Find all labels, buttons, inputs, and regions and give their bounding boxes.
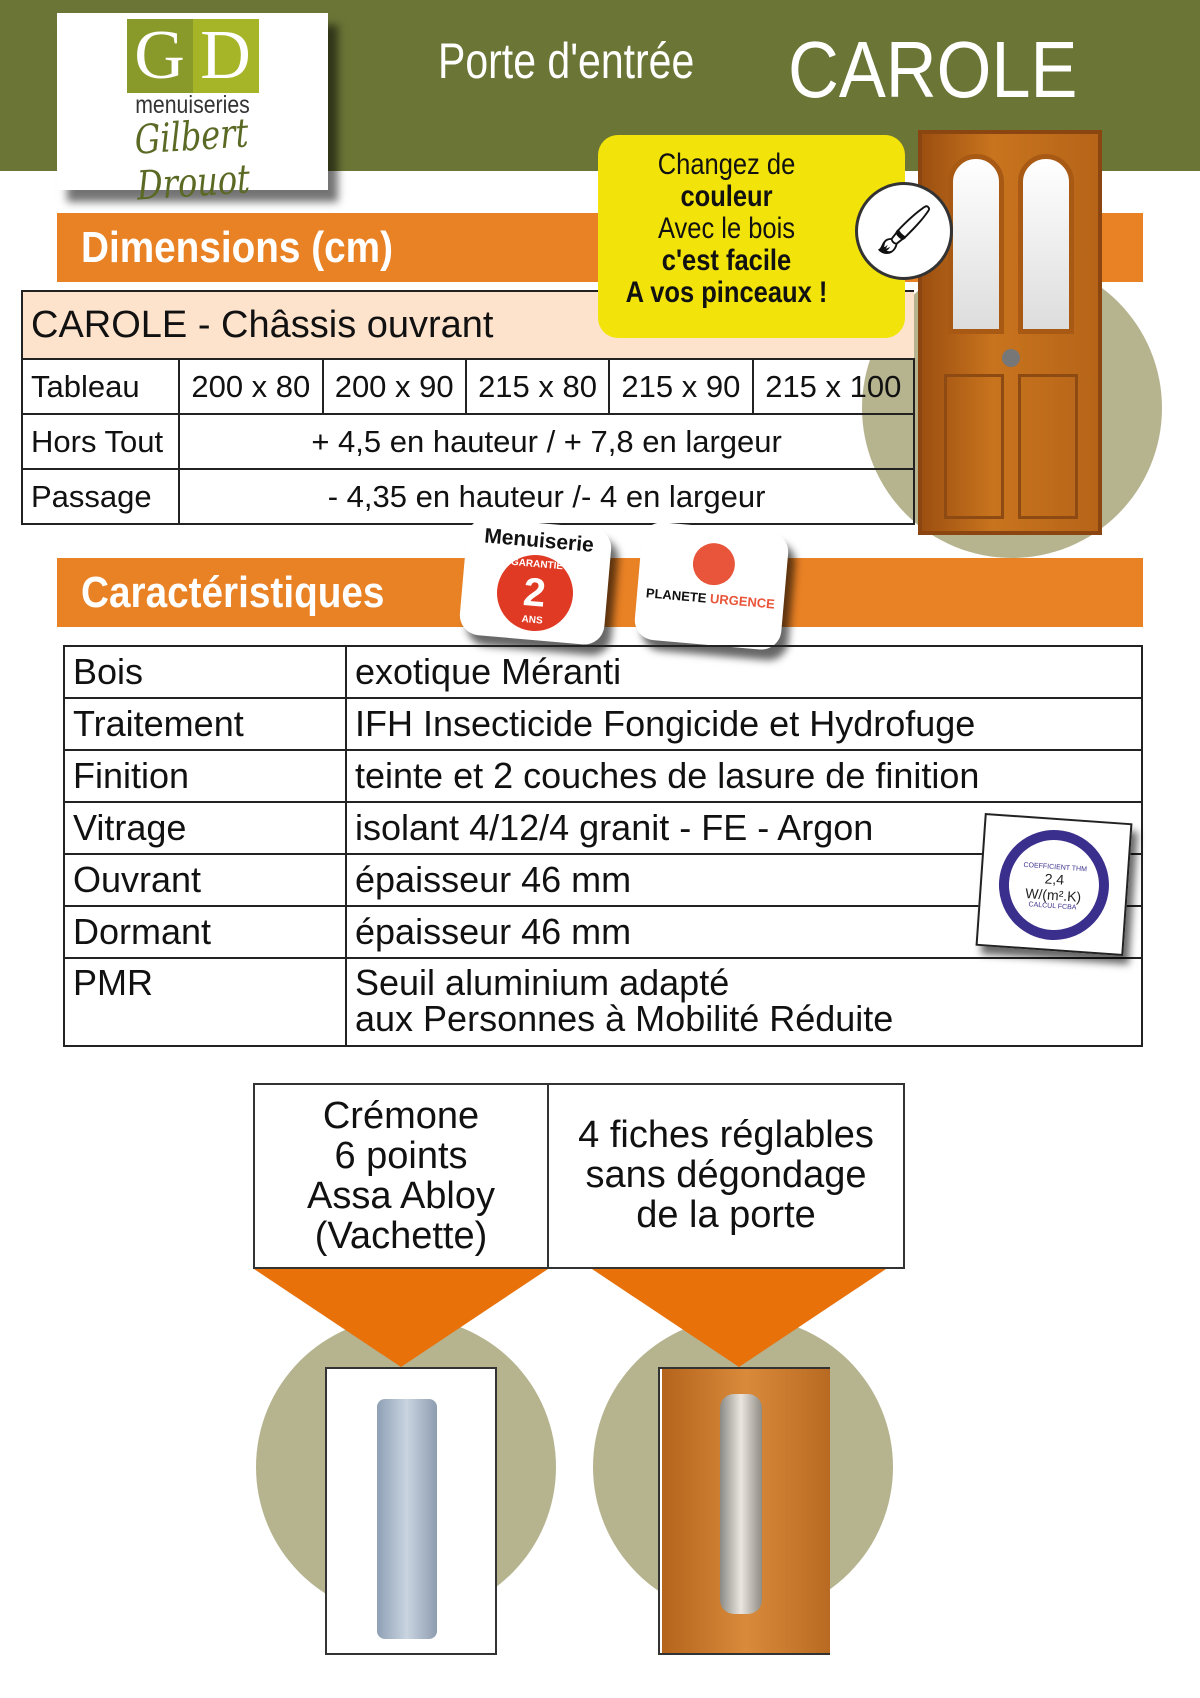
row-value: + 4,5 en hauteur / + 7,8 en largeur [178,413,915,470]
feature-line: Crémone [322,1095,480,1137]
guarantee-seal: GARANTIE 2 ANS [493,551,576,635]
row-value: exotique Méranti [345,645,1143,699]
door-panel [1018,374,1078,519]
logo-letter-g: G [126,19,193,93]
logo-text: menuiseries [135,91,250,119]
table-row: Tableau 200 x 80 200 x 90 215 x 80 215 x… [20,358,916,415]
multipoint-lock-image [377,1399,437,1639]
promo-badge: Changez de couleur Avec le bois c'est fa… [598,135,905,338]
table-row: Passage- 4,35 en hauteur /- 4 en largeur [20,468,915,525]
row-label: Tableau [20,358,181,415]
planete-text: PLANETE URGENCE [637,585,785,613]
pointer-triangle [254,1269,548,1367]
size-cell: 215 x 80 [464,358,611,415]
guarantee-title: Menuiserie [483,524,595,557]
row-value: IFH Insecticide Fongicide et Hydrofuge [345,697,1143,751]
hinge-image [720,1394,762,1614]
row-label: PMR [63,957,347,1047]
door-panel [944,374,1004,519]
coefficient-seal: COEFFICIENT THM 2,4 W/(m².K) CALCUL FCBA [995,826,1113,944]
door-window [1018,154,1074,334]
page-title: Porte d'entrée CAROLE [438,25,1078,114]
title-name: CAROLE [788,25,1078,114]
row-label: Dormant [63,905,347,959]
row-label: Traitement [63,697,347,751]
feature-line: sans dégondage [585,1154,867,1196]
door-knob [1002,349,1020,367]
dimensions-heading-text: Dimensions (cm) [81,223,393,272]
row-label: Hors Tout [20,413,181,470]
row-label: Finition [63,749,347,803]
row-label: Ouvrant [63,853,347,907]
row-value: épaisseur 46 mm [345,905,1143,959]
row-label: Vitrage [63,801,347,855]
promo-line: couleur [680,180,773,213]
planete-urgence-badge: PLANETE URGENCE [633,520,790,652]
logo-signature: Gilbert Drouot [133,110,251,210]
row-value-line: Seuil aluminium adapté [355,962,730,1003]
hinge-photo [658,1367,830,1655]
row-label: Bois [63,645,347,699]
row-value: teinte et 2 couches de lasure de finitio… [345,749,1143,803]
title-prefix: Porte d'entrée [438,33,695,89]
thermal-coefficient-badge: COEFFICIENT THM 2,4 W/(m².K) CALCUL FCBA [975,813,1133,956]
feature-lock: Crémone 6 points Assa Abloy (Vachette) [255,1085,549,1267]
planete-name2: URGENCE [709,590,776,612]
promo-line: Avec le bois [657,212,796,245]
logo-letter-d: D [192,19,259,93]
door-window [948,154,1004,334]
paint-can-icon: 🖌 [855,182,953,280]
promo-line: Changez de [657,148,796,181]
features-box: Crémone 6 points Assa Abloy (Vachette) 4… [253,1083,905,1269]
feature-line: (Vachette) [314,1215,488,1257]
tree-icon [690,541,737,587]
row-value-line: aux Personnes à Mobilité Réduite [355,998,894,1039]
guarantee-bottom: ANS [521,613,544,627]
size-cell: 215 x 90 [608,358,754,415]
feature-line: Assa Abloy [307,1175,495,1217]
guarantee-badge: Menuiserie GARANTIE 2 ANS [458,516,613,647]
door-image [918,130,1102,535]
promo-line: c'est facile [661,244,792,277]
row-value: - 4,35 en hauteur /- 4 en largeur [178,468,915,525]
feature-line: 6 points [334,1135,468,1177]
guarantee-years: 2 [521,570,548,616]
promo-line: A vos pinceaux ! [625,276,828,309]
size-cell: 200 x 90 [321,358,467,415]
lock-photo [325,1367,497,1655]
characteristics-heading-text: Caractéristiques [81,568,385,617]
feature-line: 4 fiches réglables [578,1114,874,1156]
feature-line: de la porte [636,1194,816,1236]
feature-hinges: 4 fiches réglables sans dégondage de la … [549,1085,903,1267]
table-row: Hors Tout+ 4,5 en hauteur / + 7,8 en lar… [20,413,915,470]
row-label: Passage [20,468,181,525]
size-cell: 215 x 100 [751,358,916,415]
size-cell: 200 x 80 [178,358,324,415]
planete-name1: PLANETE [645,585,708,606]
pointer-triangle [592,1269,886,1367]
